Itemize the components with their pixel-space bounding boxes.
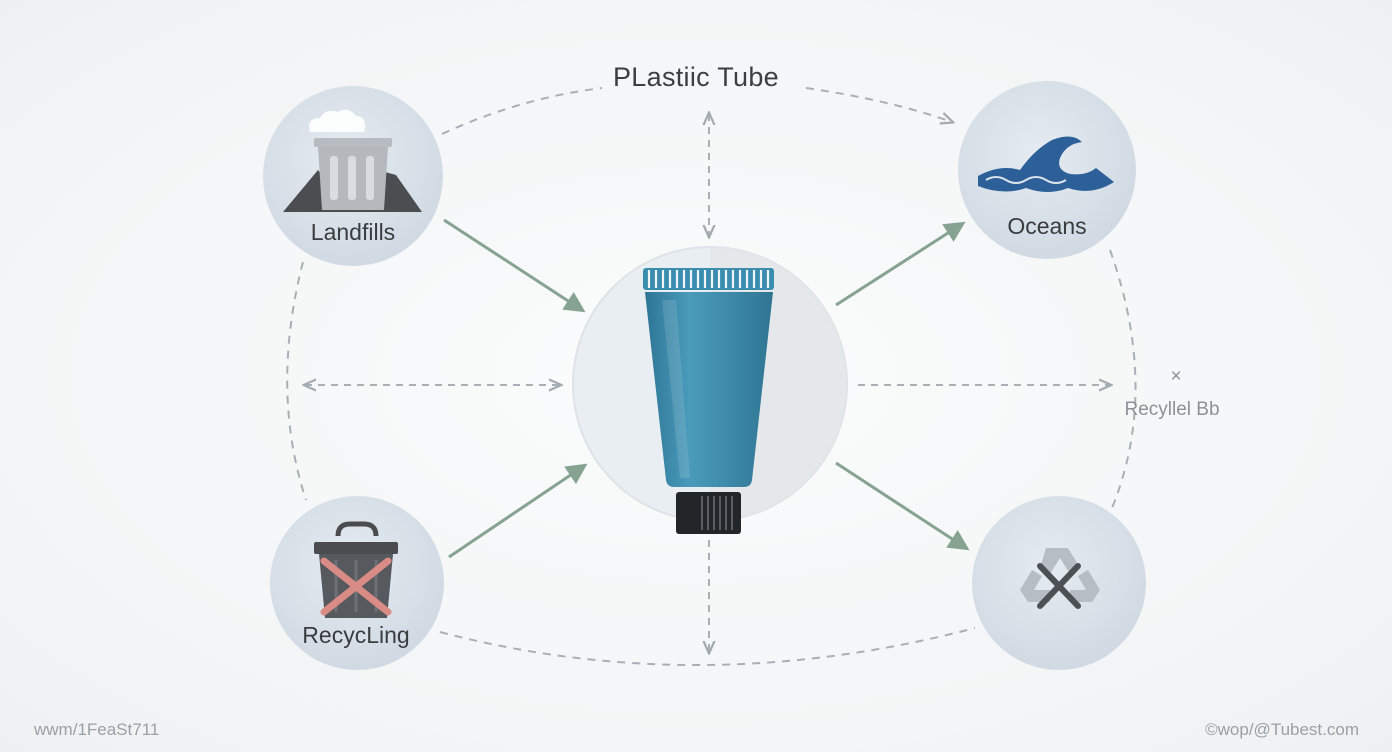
recycling-label: RecycLing [302, 622, 410, 648]
arrow-tube-to-oceans [835, 221, 966, 307]
recycling-node [270, 496, 444, 670]
footer-right-text: ©wop/@Tubest.com [1205, 720, 1359, 739]
oceans-node [958, 81, 1136, 259]
outer-loop-bottom [439, 627, 976, 666]
not-recycled-node [972, 496, 1146, 670]
outer-loop-top-right [805, 87, 952, 122]
plastic-tube-icon [643, 268, 774, 534]
arrow-recycling-to-tube [448, 463, 588, 559]
outer-loop-right [1109, 249, 1137, 509]
diagram-title: PLastiic Tube [613, 62, 779, 92]
landfills-label: Landfills [310, 219, 396, 245]
ocean-wave-icon [978, 136, 1114, 192]
arrow-tube-to-not-recycled [835, 461, 970, 551]
oceans-label: Oceans [1007, 213, 1087, 239]
arrow-landfills-to-tube [443, 218, 586, 313]
outer-loop-left [286, 261, 307, 501]
center-node [572, 246, 848, 534]
trash-can-mountain-icon [283, 109, 422, 212]
crossed-recycle-icon [1020, 548, 1100, 609]
outer-loop-top-left [441, 87, 603, 135]
side-note-label: Recyllel Bb [1124, 399, 1220, 420]
crossed-bin-icon [314, 521, 398, 618]
footer-left-text: wwm/1FeaSt711 [34, 720, 160, 739]
side-note-x-mark: × [1170, 366, 1182, 387]
landfills-node [263, 86, 443, 266]
